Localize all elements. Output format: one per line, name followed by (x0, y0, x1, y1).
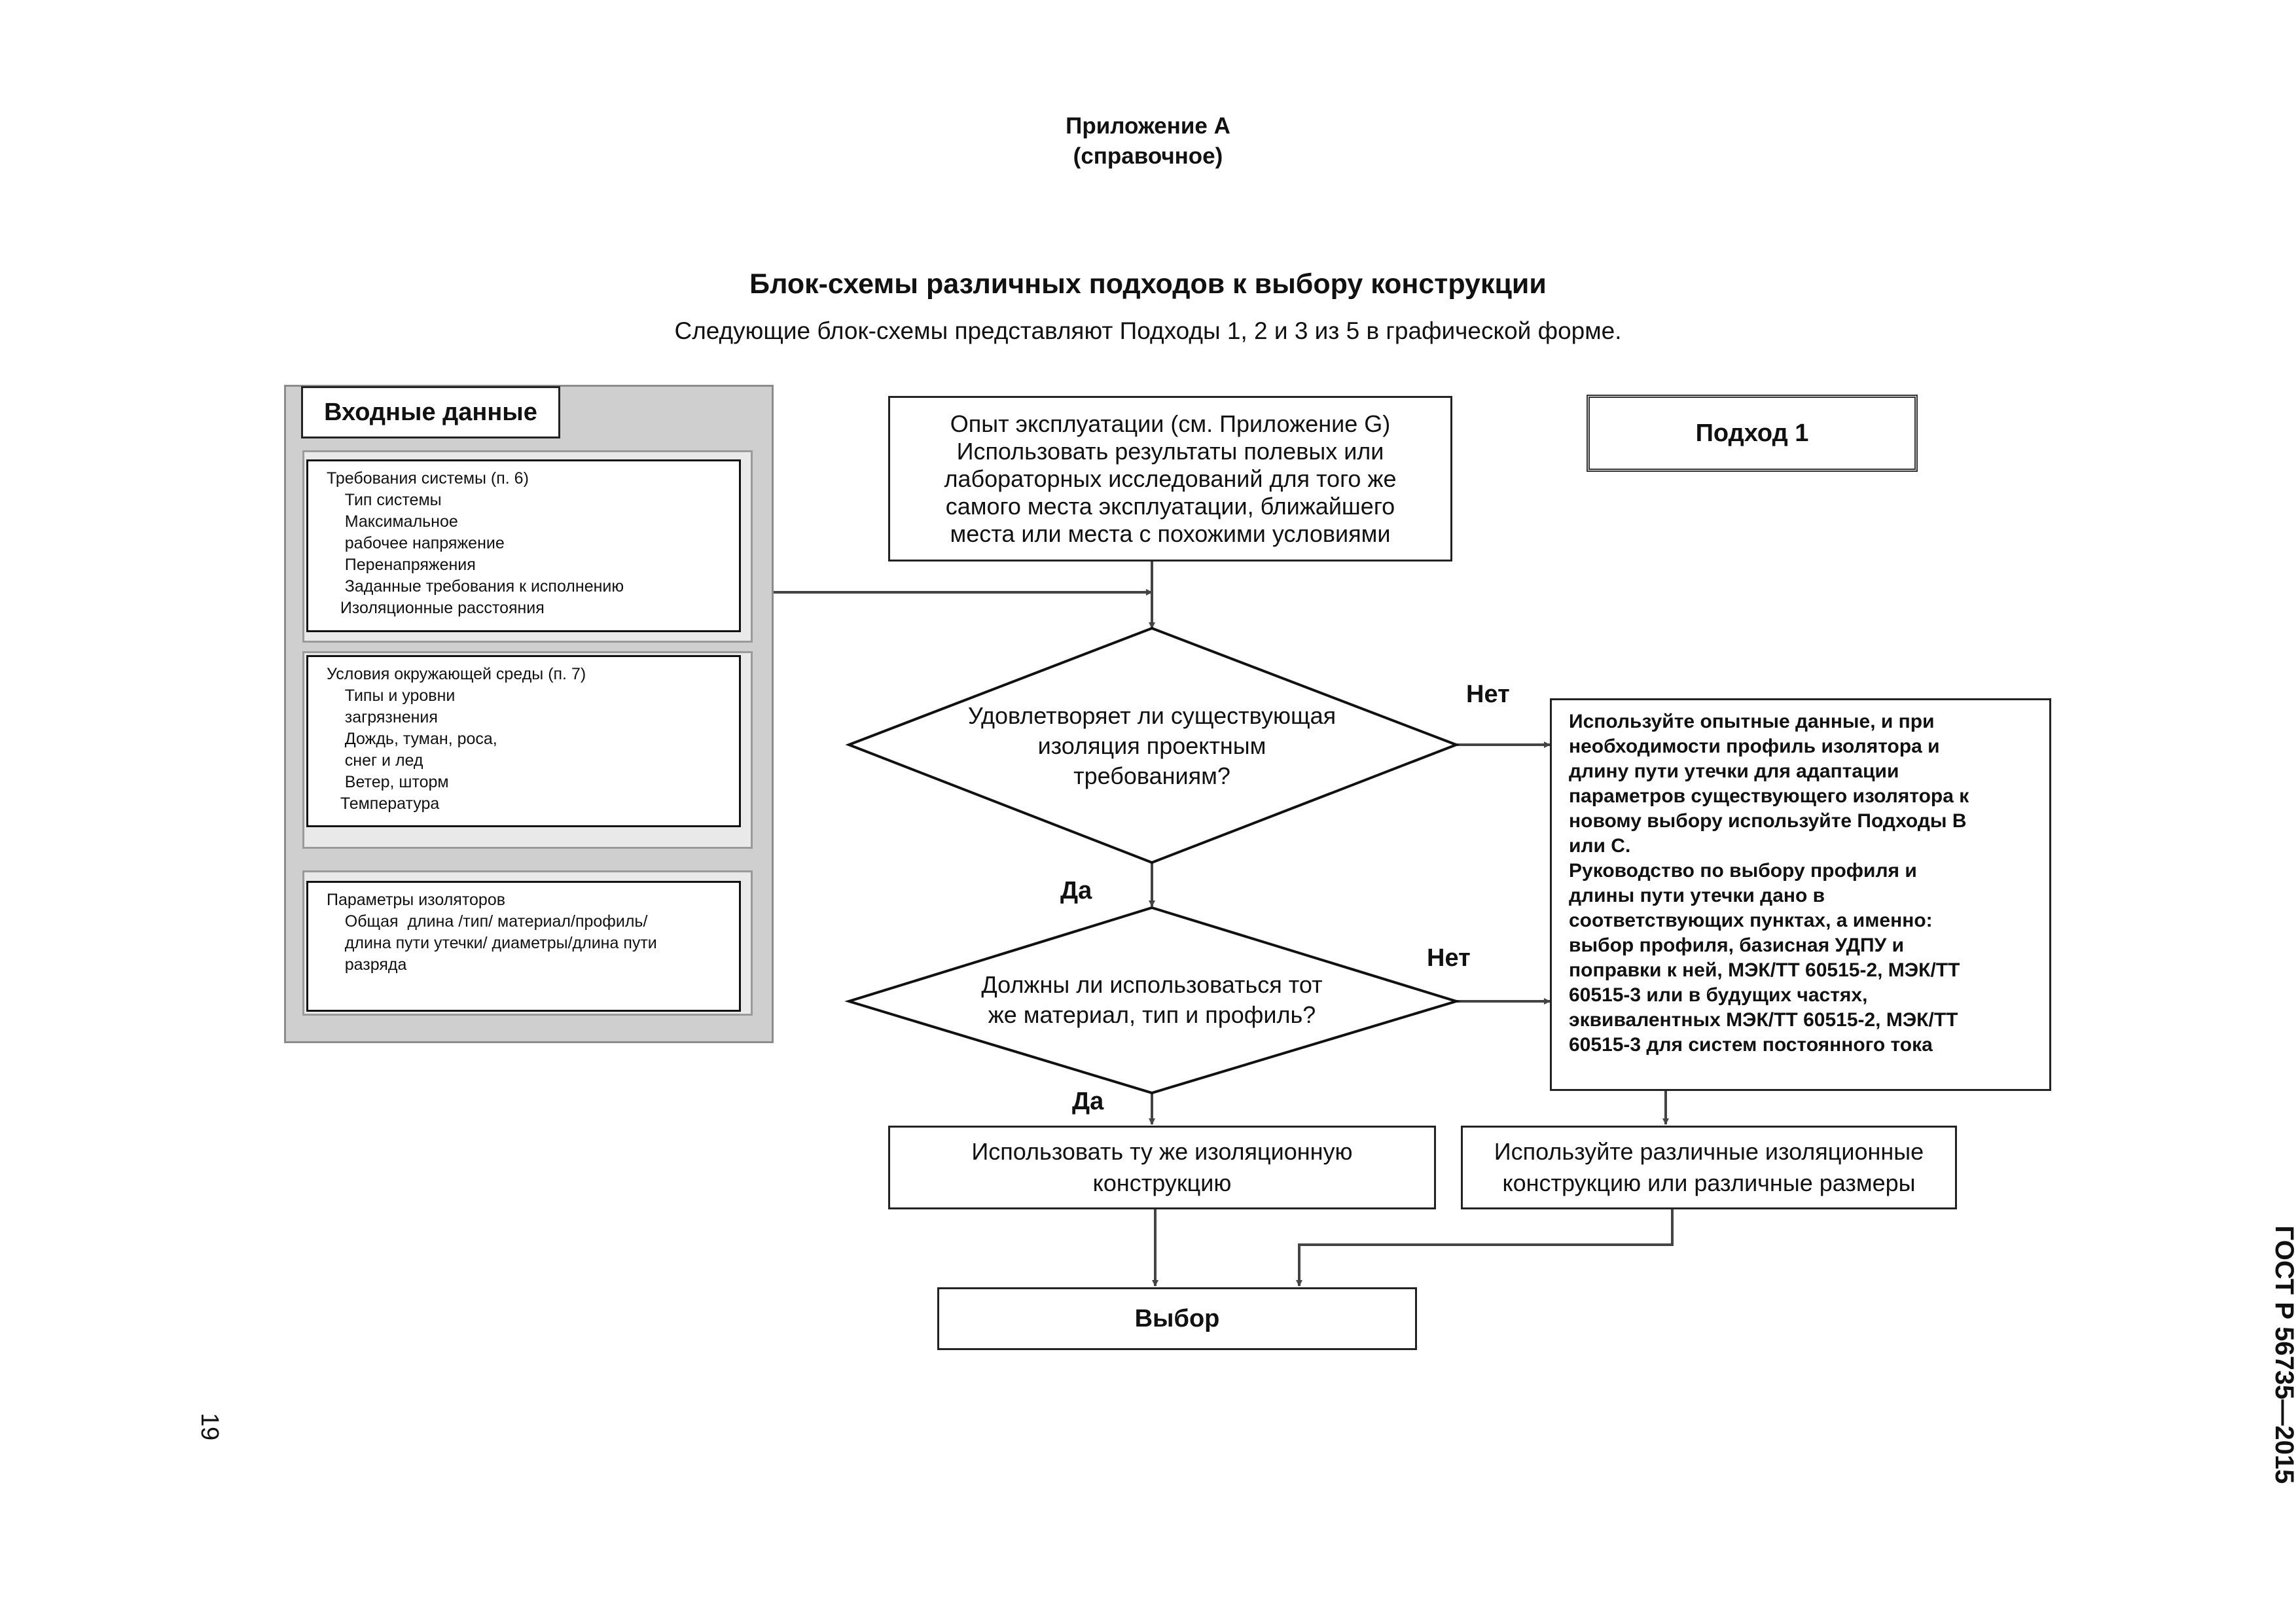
decision1-yes-label: Да (1060, 877, 1092, 904)
decision1-diamond (845, 626, 1460, 865)
decision1-text: Удовлетворяет ли существующая изоляция п… (967, 702, 1336, 789)
choice-box: Выбор (937, 1287, 1417, 1350)
approach-label: Подход 1 (1695, 419, 1809, 447)
insulator-parameters: Параметры изоляторов Общая длина /тип/ м… (306, 881, 741, 1012)
page-subtitle: Следующие блок-схемы представляют Подход… (674, 317, 1622, 344)
decision2-diamond (844, 906, 1461, 1095)
connector-diff-to-choice (1296, 1209, 1674, 1287)
annex-type: (справочное) (1073, 143, 1223, 169)
approach-box: Подход 1 (1587, 395, 1918, 472)
annex-title: Приложение А (1066, 113, 1230, 139)
system-requirements: Требования системы (п. 6) Тип системы Ма… (306, 459, 741, 632)
annex-heading: Приложение А (справочное) (821, 111, 1475, 171)
environment-conditions: Условия окружающей среды (п. 7) Типы и у… (306, 655, 741, 827)
decision1-no-label: Нет (1466, 681, 1510, 708)
advice-box: Используйте опытные данные, и при необхо… (1550, 698, 2051, 1091)
page-title: Блок-схемы различных подходов к выбору к… (749, 268, 1547, 300)
page-number: 19 (196, 1412, 223, 1441)
same-construction-box: Использовать ту же изоляционную конструк… (888, 1126, 1436, 1209)
decision2-text: Должны ли использоваться тот же материал… (981, 971, 1323, 1028)
different-construction-box: Используйте различные изоляционные конст… (1461, 1126, 1957, 1209)
decision2-yes-label: Да (1072, 1088, 1104, 1115)
decision2-no-label: Нет (1427, 944, 1471, 972)
standard-designation: ГОСТ Р 56735—2015 (2270, 1225, 2296, 1484)
inputs-header: Входные данные (301, 386, 560, 438)
experience-box: Опыт эксплуатации (см. Приложение G) Исп… (888, 396, 1452, 562)
